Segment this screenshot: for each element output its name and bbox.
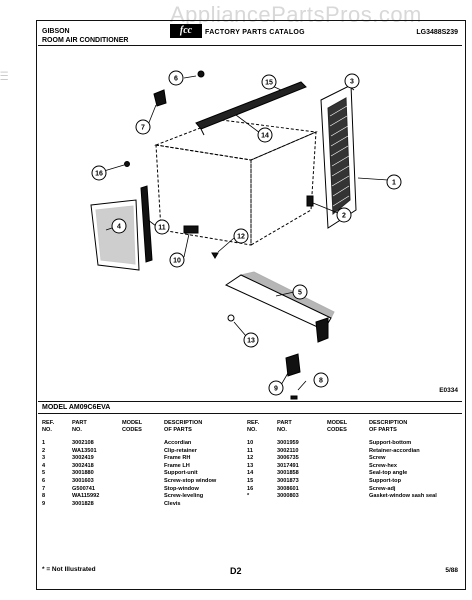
model-line: MODEL AM09C6EVA	[42, 404, 111, 411]
callout-7: 7	[141, 125, 145, 132]
page-edge-mark: │││	[2, 70, 8, 82]
frame-lh-part	[90, 199, 140, 271]
callout-5: 5	[298, 290, 302, 297]
watermark: AppliancePartsPros.com	[170, 2, 422, 27]
screw-hex-part	[227, 314, 235, 322]
footnote: * = Not Illustrated	[42, 566, 96, 573]
support-top-rail	[195, 81, 307, 136]
callout-2: 2	[342, 213, 346, 220]
callout-1: 1	[392, 180, 396, 187]
fcc-logo: fcc	[170, 24, 202, 38]
callout-6: 6	[174, 76, 178, 83]
catalog-title: FACTORY PARTS CATALOG	[205, 29, 305, 36]
screw-12-part	[211, 252, 219, 259]
callout-13: 13	[247, 338, 255, 345]
header-brand-block: GIBSON ROOM AIR CONDITIONER	[42, 27, 128, 45]
stop-window-part	[153, 89, 167, 107]
diagram-code: E0334	[439, 387, 458, 394]
product-name: ROOM AIR CONDITIONER	[42, 37, 129, 44]
header-ref: REF.NO.	[42, 420, 55, 433]
diagram-rule	[38, 401, 462, 402]
support-bottom-part	[183, 225, 199, 234]
callout-12: 12	[237, 234, 245, 241]
clevis-part	[285, 353, 301, 377]
support-unit-part	[224, 271, 335, 343]
cabinet-outline	[154, 119, 318, 246]
screw-leveling-part	[290, 395, 298, 400]
callout-4: 4	[117, 224, 121, 231]
screw-stop-window-part	[197, 70, 205, 78]
page-number: D2	[230, 566, 242, 576]
page-frame	[36, 20, 466, 590]
callout-15: 15	[265, 80, 273, 87]
revision-date: 5/88	[445, 567, 458, 574]
callout-9: 9	[274, 386, 278, 393]
frame-rh-part	[320, 84, 357, 229]
callout-11: 11	[158, 225, 166, 232]
retainer-accordion-part	[140, 185, 153, 263]
model-rule	[38, 413, 462, 414]
exploded-parts-diagram: 1 2 3 4 5 6 7 8 9 10 11 12 13 14 15 16	[90, 70, 402, 400]
clip-retainer-part	[306, 195, 314, 207]
header-rule	[38, 45, 462, 46]
callout-8: 8	[319, 378, 323, 385]
callout-10: 10	[173, 258, 181, 265]
brand-name: GIBSON	[42, 28, 70, 35]
header-ref: REF.NO.	[247, 420, 260, 433]
callout-circles	[91, 70, 402, 396]
callout-16: 16	[95, 171, 103, 178]
callout-14: 14	[261, 133, 269, 140]
screw-adj-part	[124, 161, 130, 167]
header-model-code: LG3488S239	[416, 29, 458, 36]
callout-3: 3	[350, 79, 354, 86]
